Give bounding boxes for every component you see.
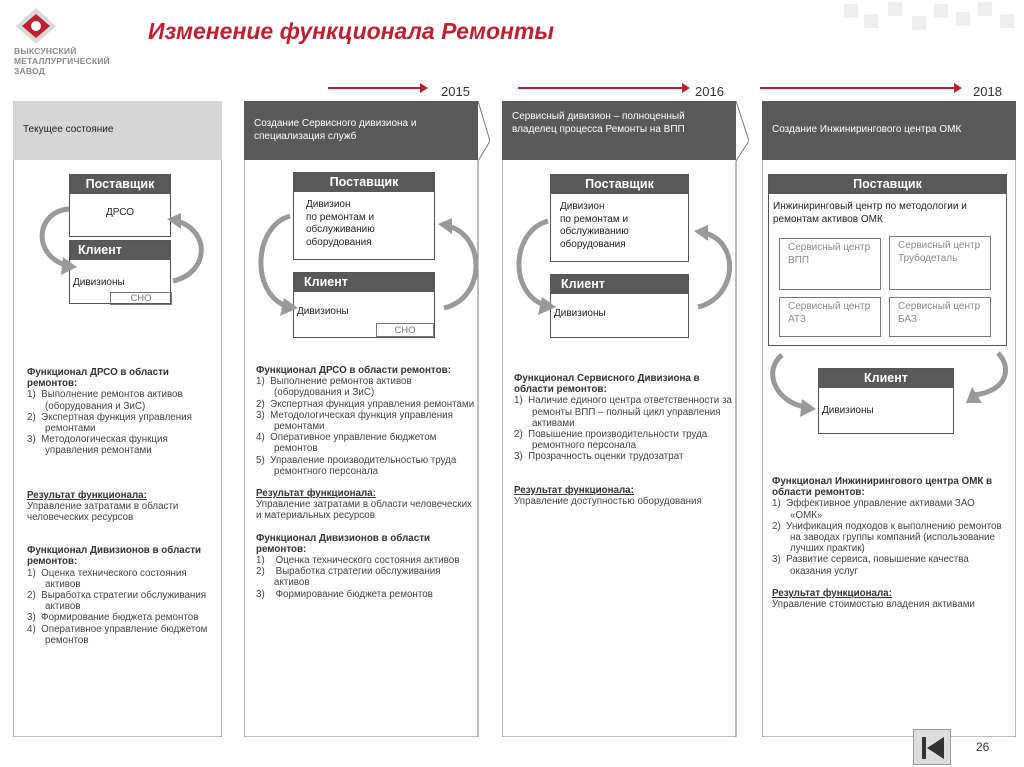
sno-box: СНО <box>110 292 172 305</box>
supplier-box: Поставщик Дивизион по ремонтам и обслужи… <box>550 174 689 262</box>
client-box: Клиент Дивизионы <box>818 368 954 434</box>
list-item: 2) Выработка стратегии обслуживания акти… <box>27 590 207 613</box>
list-item: 2) Выработка стратегии обслуживания акти… <box>256 566 441 589</box>
column-frame <box>244 101 490 737</box>
column-current-state: Текущее состояние Поставщик ДРСО Клиент … <box>13 101 222 737</box>
skip-to-start-icon <box>922 737 944 759</box>
section-heading: Функционал Инжинирингового центра ОМК в … <box>772 476 993 499</box>
cycle-arrows-icon <box>770 351 1009 417</box>
service-center-atz: Сервисный центр АТЗ <box>779 297 881 337</box>
result-text: Управление стоимостью владения активами <box>772 599 975 611</box>
cycle-arrows-icon <box>39 206 204 284</box>
result-heading: Результат функционала: <box>256 488 376 500</box>
supplier-text: Дивизион по ремонтам и обслуживанию обор… <box>306 199 375 248</box>
result-heading: Результат функционала: <box>772 587 892 599</box>
column-text: Функционал Инжинирингового центра ОМК в … <box>772 476 1008 610</box>
list-item: 1) Оценка технического состояния активов <box>27 567 187 590</box>
year-label-2016: 2016 <box>695 84 724 99</box>
slide-title: Изменение функционала Ремонты <box>148 18 554 44</box>
client-title: Клиент <box>819 369 953 388</box>
column-text: Функционал ДРСО в области ремонтов: 1) В… <box>27 367 217 646</box>
year-arrow-2016 <box>518 83 690 93</box>
column-text: Функционал ДРСО в области ремонтов: 1) В… <box>256 365 478 600</box>
first-slide-button[interactable] <box>913 729 951 765</box>
list-item: 2) Повышение производительности труда ре… <box>514 429 708 452</box>
company-name: ВЫКСУНСКИЙ МЕТАЛЛУРГИЧЕСКИЙ ЗАВОД <box>14 46 134 76</box>
list-item: 1) Наличие единого центра ответственност… <box>514 395 732 429</box>
column-header: Сервисный дивизион – полноценный владеле… <box>502 101 736 160</box>
list-item: 4) Оперативное управление бюджетом ремон… <box>256 432 437 455</box>
logo-emblem-icon <box>16 8 56 44</box>
list-item: 1) Эффективное управление активами ЗАО «… <box>772 498 975 521</box>
column-header: Текущее состояние <box>13 101 222 160</box>
column-full-owner: Сервисный дивизион – полноценный владеле… <box>502 101 749 737</box>
column-service-division: Создание Сервисного дивизиона и специали… <box>244 101 490 737</box>
supplier-text: Дивизион по ремонтам и обслуживанию обор… <box>560 201 629 250</box>
company-name-line-1: ВЫКСУНСКИЙ <box>14 46 77 56</box>
list-item: 2) Унификация подходов к выполнению ремо… <box>772 520 1002 555</box>
supplier-box: Поставщик ДРСО <box>69 174 171 237</box>
year-arrow-2018 <box>760 83 962 93</box>
client-text: Дивизионы <box>822 405 874 416</box>
company-logo: ВЫКСУНСКИЙ МЕТАЛЛУРГИЧЕСКИЙ ЗАВОД <box>14 6 124 76</box>
supplier-text: Инжиниринговый центр по методологии и ре… <box>773 201 967 225</box>
year-label-2015: 2015 <box>441 84 470 99</box>
list-item: 3) Прозрачность оценки трудозатрат <box>514 451 684 463</box>
client-box: Клиент Дивизионы СНО <box>293 272 435 338</box>
supplier-text: ДРСО <box>105 207 135 218</box>
supplier-title: Поставщик <box>551 175 688 194</box>
list-item: 4) Оперативное управление бюджетом ремон… <box>27 623 208 646</box>
service-center-baz: Сервисный центр БАЗ <box>889 297 991 337</box>
client-title: Клиент <box>294 273 434 292</box>
supplier-box: Поставщик Инжиниринговый центр по методо… <box>768 174 1007 346</box>
client-text: Дивизионы <box>554 308 606 319</box>
list-item: 5) Управление производительностью труда … <box>256 454 457 477</box>
column-header: Создание Инжинирингового центра ОМК <box>762 101 1016 160</box>
result-heading: Результат функционала: <box>514 484 634 496</box>
cycle-arrows-icon <box>258 213 479 316</box>
result-text: Управление затратами в области человечес… <box>256 499 472 522</box>
list-item: 2) Экспертная функция управления ремонта… <box>256 398 475 410</box>
result-heading: Результат функционала: <box>27 489 147 501</box>
list-item: 2) Экспертная функция управления ремонта… <box>27 411 192 435</box>
list-item: 1) Выполнение ремонтов активов (оборудов… <box>27 389 183 412</box>
service-center-vpp: Сервисный центр ВПП <box>779 238 881 290</box>
section-heading: Функционал Дивизионов в области ремонтов… <box>256 532 431 555</box>
result-text: Управление затратами в области человечес… <box>27 500 179 524</box>
client-text: Дивизионы <box>73 277 125 288</box>
list-item: 3) Формирование бюджета ремонтов <box>27 612 199 624</box>
client-box: Клиент Дивизионы СНО <box>69 240 172 305</box>
page-number: 26 <box>976 740 990 754</box>
year-arrow-2015 <box>328 83 428 93</box>
list-item: 3) Формирование бюджета ремонтов <box>256 588 433 600</box>
column-engineering-center: Создание Инжинирингового центра ОМК Пост… <box>762 101 1016 737</box>
company-name-line-2: МЕТАЛЛУРГИЧЕСКИЙ <box>14 56 110 66</box>
decorative-pattern <box>844 2 1014 30</box>
column-text: Функционал Сервисного Дивизиона в област… <box>514 373 734 507</box>
client-box: Клиент Дивизионы <box>550 274 689 338</box>
year-label-2018: 2018 <box>973 84 1002 99</box>
list-item: 1) Выполнение ремонтов активов (оборудов… <box>256 376 412 399</box>
client-title: Клиент <box>551 275 688 294</box>
section-heading: Функционал ДРСО в области ремонтов: <box>256 365 451 376</box>
client-title: Клиент <box>70 241 170 260</box>
section-heading: Функционал Дивизионов в области ремонтов… <box>27 545 202 568</box>
list-item: 3) Методологическая функция управления р… <box>256 409 453 433</box>
list-item: 1) Оценка технического состояния активов <box>256 555 460 567</box>
supplier-box: Поставщик Дивизион по ремонтам и обслужи… <box>293 172 435 260</box>
supplier-title: Поставщик <box>769 175 1006 194</box>
section-heading: Функционал ДРСО в области ремонтов: <box>27 367 169 390</box>
supplier-title: Поставщик <box>294 173 434 192</box>
section-heading: Функционал Сервисного Дивизиона в област… <box>514 373 700 396</box>
service-center-trubodetal: Сервисный центр Трубодеталь <box>889 236 991 290</box>
cycle-arrows-icon <box>516 218 732 315</box>
list-item: 3) Развитие сервиса, повышение качества … <box>772 554 969 577</box>
list-item: 3) Методологическая функция управления р… <box>27 434 168 457</box>
client-text: Дивизионы <box>297 306 349 317</box>
column-header: Создание Сервисного дивизиона и специали… <box>244 101 478 160</box>
company-name-line-3: ЗАВОД <box>14 66 45 76</box>
sno-box: СНО <box>376 323 434 337</box>
supplier-title: Поставщик <box>70 175 170 194</box>
result-text: Управление доступностью оборудования <box>514 495 702 507</box>
